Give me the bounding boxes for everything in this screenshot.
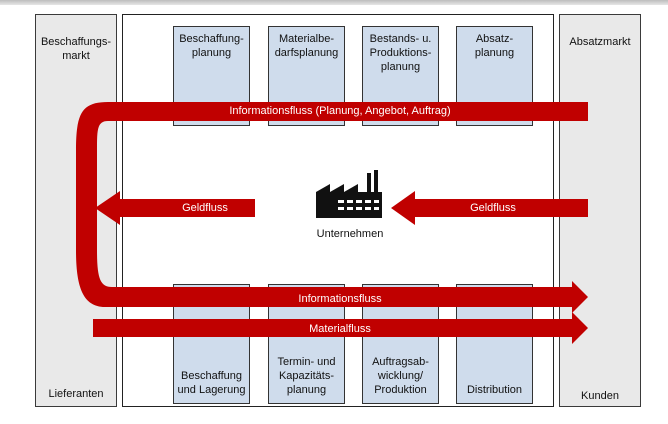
materialfluss-arrow [93,312,588,344]
operation-box-label: Termin- und Kapazitäts- planung [277,356,336,396]
materialfluss-label: Materialfluss [309,323,371,335]
informationsfluss-top-label: Informationsfluss (Planung, Angebot, Auf… [229,105,451,117]
geldfluss-right-label: Geldfluss [470,202,516,214]
beschaffungsmarkt-label: Beschaffungs- markt [40,36,112,62]
informationsfluss-bottom-label: Informationsfluss [298,293,382,305]
geldfluss-right-arrow [391,191,588,225]
kunden-label: Kunden [581,390,619,402]
informationsfluss-loop-arrow [76,102,588,313]
operation-box-label: Distribution [466,384,523,396]
operation-box-label: Beschaffung und Lagerung [177,370,246,396]
absatzmarkt-label: Absatzmarkt [569,36,631,48]
lieferanten-label: Lieferanten [48,388,104,400]
top-edge-bar [0,0,668,5]
geldfluss-left-label: Geldfluss [182,202,228,214]
factory-icon [316,170,382,218]
unternehmen-label: Unternehmen [316,228,384,240]
geldfluss-left-arrow [95,191,255,225]
operation-box-label: Auftragsab- wicklung/ Produktion [372,356,429,396]
